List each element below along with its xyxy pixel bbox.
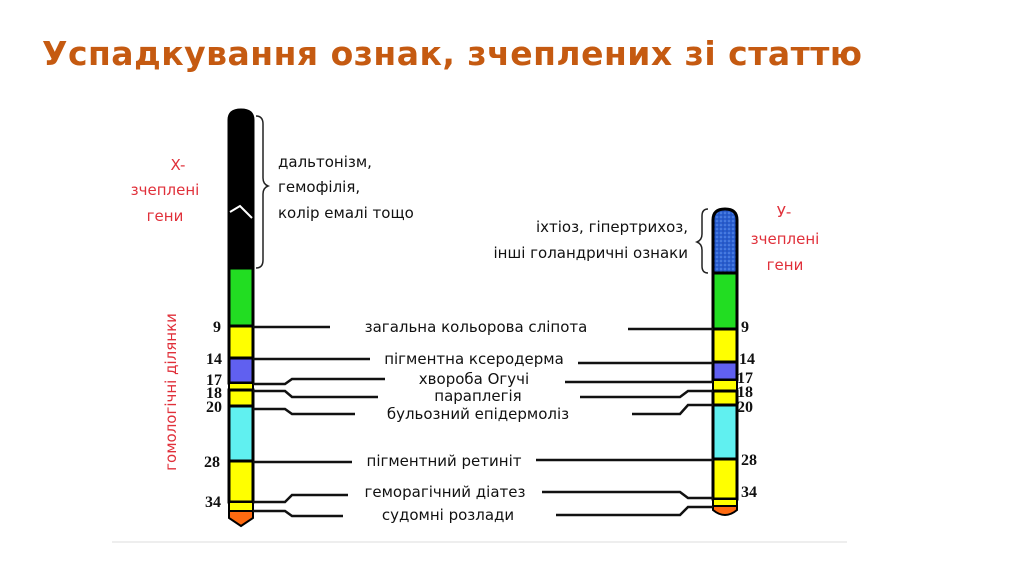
y-linked-label-1: У- [777, 203, 792, 221]
disease-label: пігментна ксеродерма [384, 350, 564, 368]
x-linked-label-1: X- [171, 156, 186, 174]
marker-left-17: 17 [206, 372, 222, 389]
marker-right-9: 9 [741, 319, 749, 336]
marker-left-18: 18 [206, 385, 222, 402]
marker-right-18: 18 [737, 384, 753, 401]
marker-left-20: 20 [206, 399, 222, 416]
homologous-regions-label: гомологічні ділянки [162, 313, 180, 471]
x-linked-label-2: зчеплені [131, 181, 200, 199]
y-linked-label-3: гени [767, 256, 804, 274]
disease-label: геморагічний діатез [365, 483, 526, 501]
marker-right-34: 34 [741, 484, 757, 501]
x-trait-1: дальтонізм, [278, 153, 372, 171]
marker-right-28: 28 [741, 452, 757, 469]
y-chromosome [711, 207, 739, 516]
y-trait-2: інші голандричні ознаки [494, 244, 689, 262]
disease-label: параплегія [434, 387, 521, 405]
marker-left-34: 34 [205, 494, 221, 511]
page-title: Успадкування ознак, зчеплених зі статтю [42, 34, 863, 73]
x-linked-label-3: гени [147, 207, 184, 225]
y-brace [694, 208, 709, 274]
y-linked-label-2: зчеплені [751, 230, 820, 248]
disease-label: судомні розлади [382, 506, 514, 524]
disease-label: загальна кольорова сліпота [365, 318, 588, 336]
x-trait-2: гемофілія, [278, 178, 360, 196]
marker-right-17: 17 [737, 370, 753, 387]
disease-label: пігментний ретиніт [367, 452, 522, 470]
marker-left-14: 14 [206, 351, 222, 368]
disease-label: хвороба Огучі [419, 370, 529, 388]
disease-label: бульозний епідермоліз [387, 405, 569, 423]
marker-right-20: 20 [737, 399, 753, 416]
x-chromosome [227, 108, 255, 528]
connector-lines-right [536, 327, 713, 517]
marker-left-28: 28 [204, 454, 220, 471]
marker-left-9: 9 [213, 319, 221, 336]
y-trait-1: іхтіоз, гіпертрихоз, [536, 218, 688, 236]
x-brace [255, 115, 271, 269]
connector-lines-left [253, 325, 385, 518]
marker-right-14: 14 [739, 351, 755, 368]
x-trait-3: колір емалі тощо [278, 204, 414, 222]
bottom-divider [112, 541, 847, 543]
